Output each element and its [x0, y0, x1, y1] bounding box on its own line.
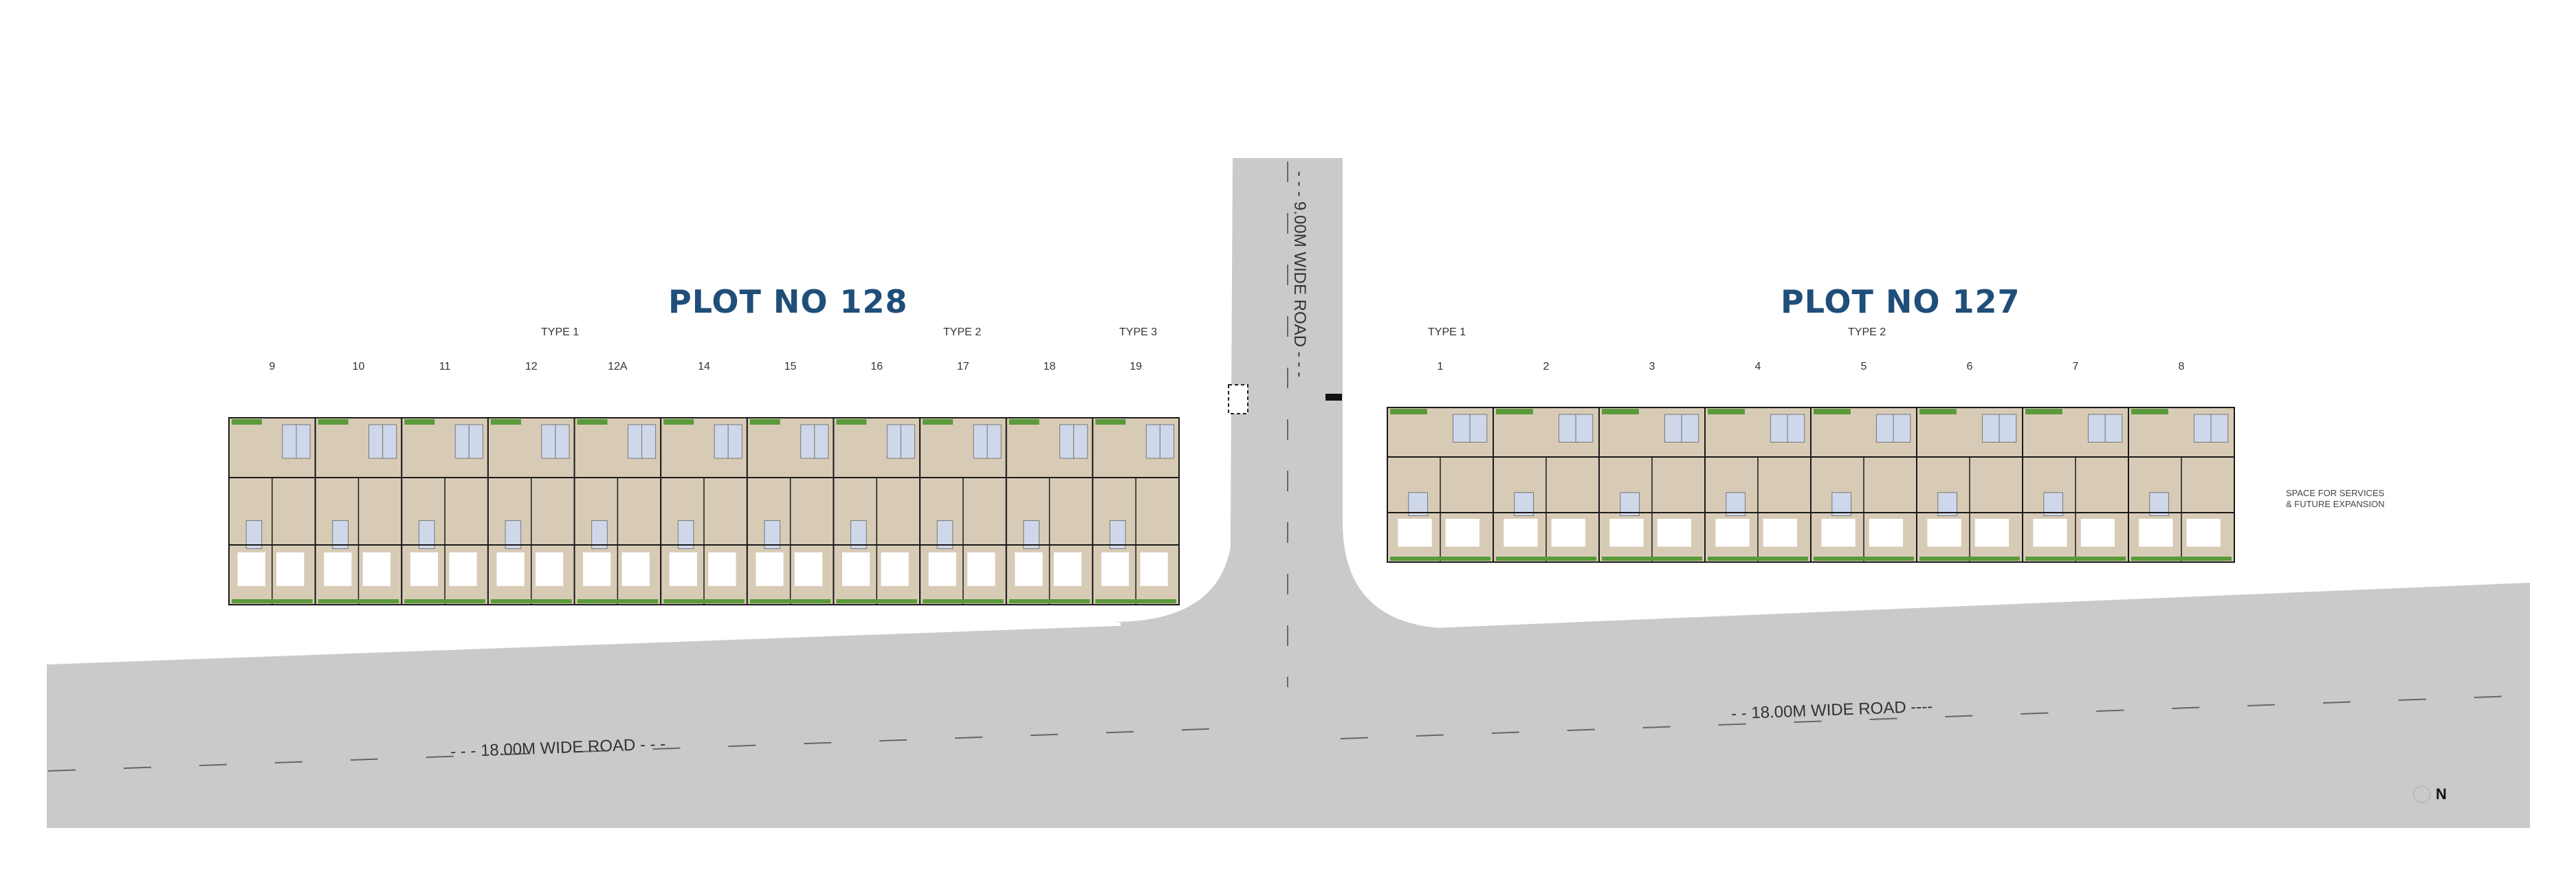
plot-127-units — [1387, 407, 2235, 563]
plot-128-unit-label: 15 — [784, 361, 797, 372]
plot-127-unit-label: 7 — [2072, 361, 2079, 372]
plot-127-unit-label: 5 — [1860, 361, 1867, 372]
main-road-18m — [47, 622, 1231, 828]
plot-127-type-2: TYPE 2 — [1848, 326, 1886, 338]
plot-127-unit-label: 2 — [1543, 361, 1550, 372]
plot-127-unit-label: 3 — [1649, 361, 1655, 372]
unit-block — [746, 417, 835, 605]
unit-block — [1092, 417, 1180, 605]
services-note-line-1: SPACE FOR SERVICES — [2286, 488, 2385, 498]
plot-128-unit-label: 14 — [698, 361, 710, 372]
plot-128-unit-label: 16 — [870, 361, 883, 372]
plot-127-unit-label: 1 — [1437, 361, 1444, 372]
plot-128-type-2: TYPE 2 — [943, 326, 982, 338]
unit-block — [1704, 407, 1812, 563]
plot-128-unit-label: 18 — [1043, 361, 1056, 372]
unit-block — [573, 417, 662, 605]
plot-127-title: PLOT NO 127 — [1781, 283, 2021, 320]
unit-block — [1598, 407, 1706, 563]
plot-128-title: PLOT NO 128 — [668, 283, 908, 320]
north-label: N — [2436, 785, 2447, 803]
side-road-body — [1233, 158, 1343, 639]
unit-block — [314, 417, 403, 605]
unit-block — [1916, 407, 2023, 563]
gate-marker-west — [1228, 384, 1248, 414]
unit-block — [919, 417, 1007, 605]
unit-block — [1005, 417, 1094, 605]
unit-block — [833, 417, 921, 605]
unit-block — [660, 417, 748, 605]
unit-block — [1493, 407, 1600, 563]
plot-128-unit-label: 19 — [1130, 361, 1143, 372]
unit-block — [487, 417, 575, 605]
plot-128-unit-label: 12A — [608, 361, 628, 372]
plot-128-unit-label: 12 — [525, 361, 538, 372]
plot-127-type-1: TYPE 1 — [1428, 326, 1466, 338]
unit-block — [2128, 407, 2235, 563]
main-road-18m-east — [1231, 583, 2530, 828]
plot-127-unit-label: 6 — [1966, 361, 1973, 372]
road-curve-west — [1114, 522, 1233, 632]
north-arrow-icon — [2413, 785, 2431, 803]
plot-127-unit-label: 4 — [1754, 361, 1761, 372]
plot-128-type-3: TYPE 3 — [1119, 326, 1158, 338]
road-fill-west — [1121, 622, 1234, 639]
unit-block — [2022, 407, 2129, 563]
plot-128-unit-label: 11 — [439, 361, 451, 372]
unit-block — [228, 417, 316, 605]
plot-128-type-1: TYPE 1 — [541, 326, 580, 338]
services-note-line-2: & FUTURE EXPANSION — [2286, 499, 2385, 509]
unit-block — [1810, 407, 1917, 563]
plot-128-unit-label: 10 — [352, 361, 365, 372]
unit-block — [1387, 407, 1494, 563]
plot-127-unit-label: 8 — [2178, 361, 2185, 372]
plot-128-unit-label: 9 — [269, 361, 276, 372]
side-road-label: - - - 9.00M WIDE ROAD - - - — [1290, 171, 1309, 377]
services-note: SPACE FOR SERVICES & FUTURE EXPANSION — [2286, 488, 2385, 510]
plot-128-unit-label: 17 — [957, 361, 969, 372]
road-centerline-east — [1340, 695, 2531, 739]
plot-128-units — [228, 417, 1180, 605]
gate-marker-east — [1325, 394, 1342, 401]
unit-block — [401, 417, 489, 605]
